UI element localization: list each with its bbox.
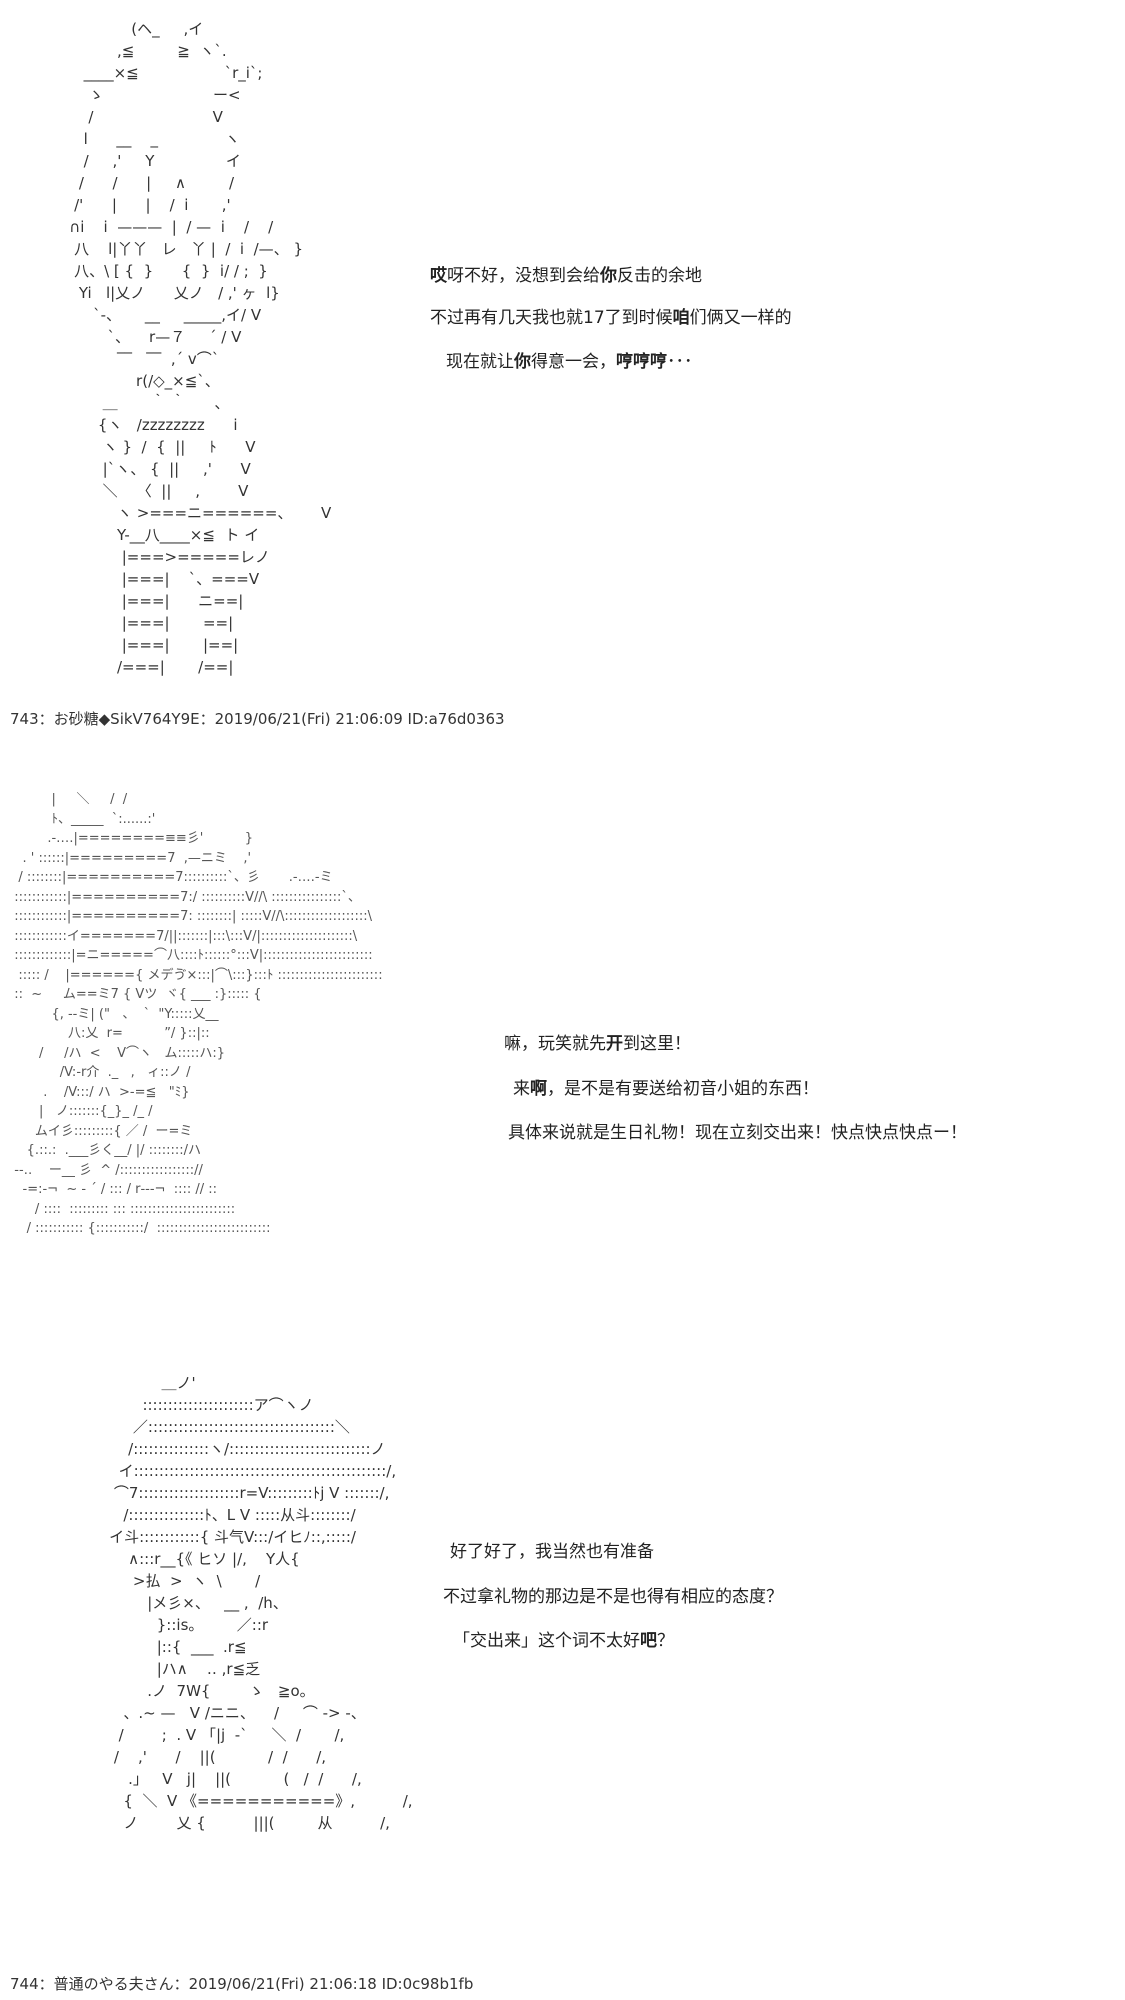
dialogue-line: 现在就让你得意一会，哼哼哼･･･ bbox=[446, 352, 693, 372]
dialogue-line: 好了好了，我当然也有准备 bbox=[450, 1542, 654, 1562]
post-header: 744：普通のやる夫さん：2019/06/21(Fri) 21:06:18 ID… bbox=[10, 1975, 474, 1993]
dialogue-line: 不过拿礼物的那边是不是也得有相应的态度？ bbox=[443, 1587, 783, 1607]
dialogue-line: 具体来说就是生日礼物！现在立刻交出来！快点快点快点ー！ bbox=[508, 1123, 967, 1143]
dialogue-line: 不过再有几天我也就17了到时候咱们俩又一样的 bbox=[430, 308, 792, 328]
ascii-art-character-1: (ヘ_ ,イ ,≦ ≧ ヽ`. ____×≦ `r_i`; ゝ ー< / V l… bbox=[69, 20, 332, 676]
dialogue-line: 「交出来」这个词不太好吧？ bbox=[453, 1631, 674, 1651]
dialogue-line: 哎呀不好，没想到会给你反击的余地 bbox=[430, 266, 702, 286]
ascii-art-character-3: ＿ノ' ::::::::::::::::::::::ア⌒ヽノ ／::::::::… bbox=[109, 1374, 413, 1832]
ascii-art-scene-2: | ＼ / / ﾄ、_____ `:......:' .-‥‥|========… bbox=[14, 792, 383, 1236]
dialogue-line: 嘛，玩笑就先开到这里！ bbox=[504, 1034, 691, 1054]
dialogue-line: 来啊，是不是有要送给初音小姐的东西！ bbox=[513, 1079, 819, 1099]
post-header: 743：お砂糖◆SikV764Y9E：2019/06/21(Fri) 21:06… bbox=[10, 710, 505, 728]
